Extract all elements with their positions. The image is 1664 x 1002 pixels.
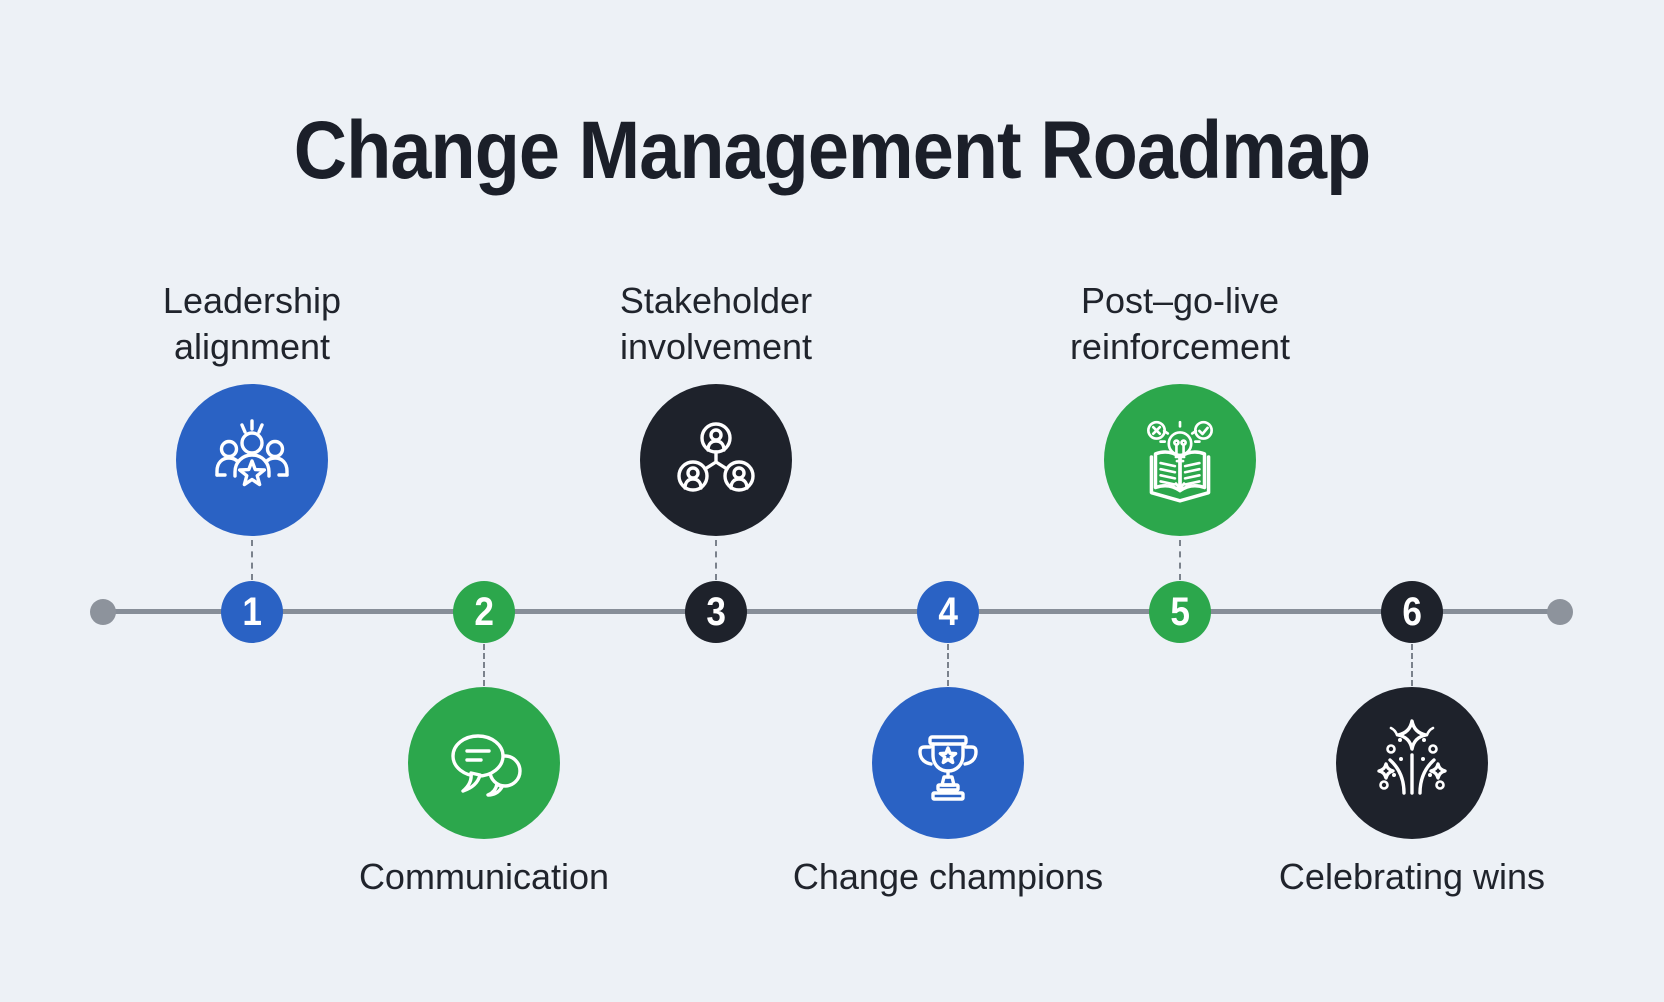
step-number-badge: 5 bbox=[1149, 581, 1211, 643]
page-title-text: Change Management Roadmap bbox=[293, 105, 1371, 196]
step-connector bbox=[251, 540, 253, 580]
fireworks-icon bbox=[1377, 719, 1447, 795]
book-lightbulb-icon bbox=[1147, 420, 1213, 503]
step-connector bbox=[1179, 540, 1181, 580]
team-star-icon bbox=[215, 419, 289, 487]
step-number-badge: 4 bbox=[917, 581, 979, 643]
roadmap-step-stakeholder-involvement: Stakeholder involvement 3 bbox=[556, 0, 876, 1002]
step-label: Celebrating wins bbox=[1278, 856, 1546, 897]
step-number-badge: 2 bbox=[453, 581, 515, 643]
step-number-badge: 3 bbox=[685, 581, 747, 643]
page-title: Change Management Roadmap bbox=[0, 104, 1664, 198]
step-label: Change champions bbox=[792, 856, 1104, 897]
step-number-badge: 1 bbox=[221, 581, 283, 643]
step-icon-circle bbox=[1336, 687, 1488, 839]
timeline-end-dot bbox=[1547, 599, 1573, 625]
people-network-icon bbox=[677, 422, 755, 492]
roadmap-step-communication: 2 Communication bbox=[324, 0, 644, 1002]
roadmap-step-post-go-live-reinforcement: Post–go-live reinforcement bbox=[1020, 0, 1340, 1002]
step-icon-circle bbox=[176, 384, 328, 536]
step-number: 4 bbox=[938, 589, 958, 634]
roadmap-step-celebrating-wins: 6 Cel bbox=[1252, 0, 1572, 1002]
timeline-start-dot bbox=[90, 599, 116, 625]
timeline-line bbox=[103, 609, 1560, 614]
step-label: Leadership alignment bbox=[162, 280, 342, 367]
step-icon-circle bbox=[872, 687, 1024, 839]
step-label: Post–go-live reinforcement bbox=[1069, 280, 1291, 367]
step-icon-circle bbox=[408, 687, 560, 839]
step-label: Communication bbox=[358, 856, 610, 897]
step-number: 1 bbox=[242, 589, 262, 634]
step-connector bbox=[1411, 644, 1413, 686]
step-number: 2 bbox=[474, 589, 494, 634]
step-number: 3 bbox=[706, 589, 726, 634]
roadmap-step-leadership-alignment: Leadership alignment 1 bbox=[92, 0, 412, 1002]
step-connector bbox=[483, 644, 485, 686]
trophy-icon bbox=[918, 735, 978, 801]
step-connector bbox=[947, 644, 949, 686]
step-connector bbox=[715, 540, 717, 580]
roadmap-step-change-champions: 4 Change champions bbox=[788, 0, 1108, 1002]
step-icon-circle bbox=[1104, 384, 1256, 536]
step-number: 5 bbox=[1170, 589, 1190, 634]
step-label: Stakeholder involvement bbox=[619, 280, 813, 367]
step-number: 6 bbox=[1402, 589, 1422, 634]
step-icon-circle bbox=[640, 384, 792, 536]
step-number-badge: 6 bbox=[1381, 581, 1443, 643]
speech-bubbles-icon bbox=[451, 734, 522, 797]
